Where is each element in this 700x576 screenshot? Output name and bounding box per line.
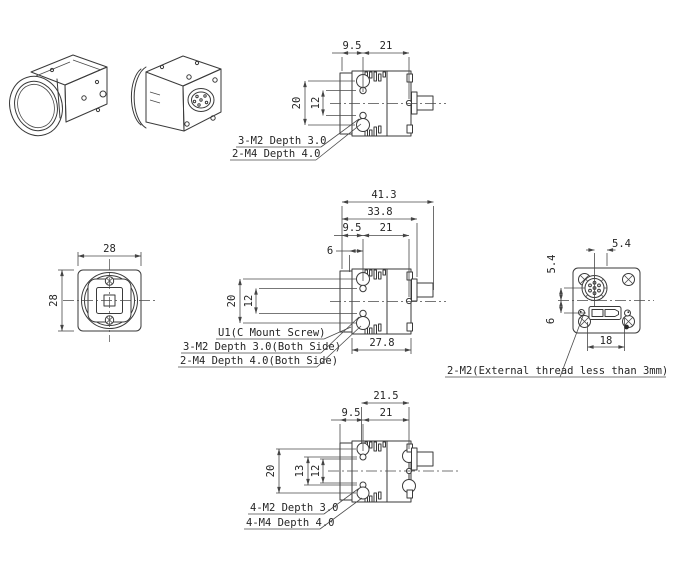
side-dim-flange-offset: 9.5 [343,222,362,234]
top-dim-height-20: 20 [291,97,303,110]
view-top-side: 9.5 21 20 12 3-M2 Depth 3.0 2-M4 Depth 4… [230,40,446,161]
view-bottom-side: 21.5 9.5 21 20 13 12 4-M2 Depth 3.0 4-M4… [244,390,458,530]
side-callout-m4: 2-M4 Depth 4.0(Both Side) [180,355,338,367]
side-dim-offset-6: 6 [327,245,333,257]
side-dim-body: 33.8 [367,206,392,218]
usb-connector [588,306,622,320]
side-dim-overall: 41.3 [371,189,396,201]
bottom-dim-outer-span: 21.5 [373,390,398,402]
view-isometric-front [9,54,108,137]
bottom-dim-flange-offset: 9.5 [342,407,361,419]
top-dim-flange-offset: 9.5 [343,40,362,52]
top-callout-m2: 3-M2 Depth 3.0 [238,135,327,147]
rear-dim-offset-h: 5.4 [612,238,631,250]
view-front: 28 28 [48,243,156,342]
front-dim-height: 28 [48,294,60,307]
rear-callout-m2: 2-M2(External thread less than 3mm) [447,365,668,377]
side-callout-m2: 3-M2 Depth 3.0(Both Side) [183,341,341,353]
front-dim-width: 28 [103,243,116,255]
side-dim-height-20: 20 [226,295,238,308]
bottom-dim-height-12: 12 [310,465,322,478]
bottom-dim-height-20: 20 [265,465,277,478]
side-dim-height-12: 12 [243,295,255,308]
bottom-callout-m2: 4-M2 Depth 3.0 [250,502,339,514]
side-callout-mount: U1(C Mount Screw) [218,327,325,339]
rear-dim-usb-offset: 6 [545,318,557,324]
bottom-callout-m4: 4-M4 Depth 4.0 [246,517,335,529]
top-dim-hole-span: 21 [380,40,393,52]
side-dim-depth: 27.8 [369,337,394,349]
view-side: 41.3 33.8 9.5 21 6 20 12 27.8 U1(C Mount… [178,189,446,368]
view-rear: 5.4 5.4 6 18 2-M2(External thread less t… [445,238,668,378]
view-isometric-rear [130,55,222,132]
top-callout-m4: 2-M4 Depth 4.0 [232,148,321,160]
bottom-dim-hole-span: 21 [380,407,393,419]
top-dim-height-12: 12 [310,97,322,110]
bottom-dim-height-13: 13 [294,465,306,478]
rear-dim-offset-v: 5.4 [546,255,558,274]
side-dim-hole-span: 21 [380,222,393,234]
rear-dim-span-18: 18 [600,335,613,347]
